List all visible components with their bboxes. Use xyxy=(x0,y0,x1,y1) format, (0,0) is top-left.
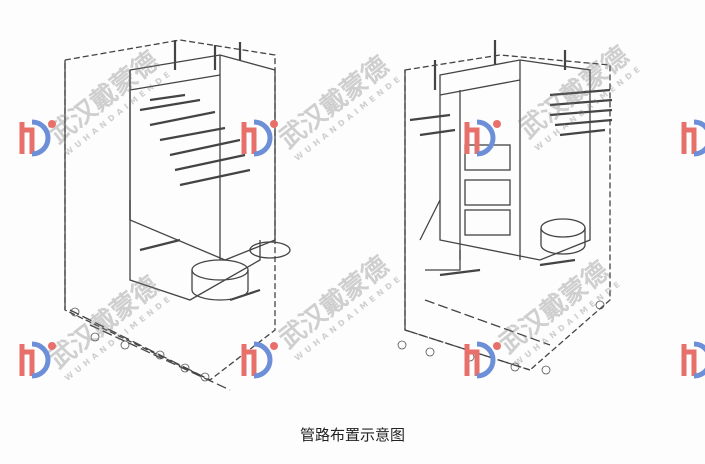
figure-caption: 管路布置示意图 xyxy=(299,426,405,444)
company-logo-icon xyxy=(19,119,56,157)
company-logo-icon xyxy=(681,341,705,379)
company-logo-icon xyxy=(464,341,501,379)
company-logo-icon xyxy=(19,341,56,379)
company-logo-icon xyxy=(241,341,278,379)
company-logo-icon xyxy=(681,119,705,157)
company-logo-icon xyxy=(241,119,278,157)
left-building-isometric xyxy=(64,39,291,391)
company-logo-icon xyxy=(464,119,501,157)
